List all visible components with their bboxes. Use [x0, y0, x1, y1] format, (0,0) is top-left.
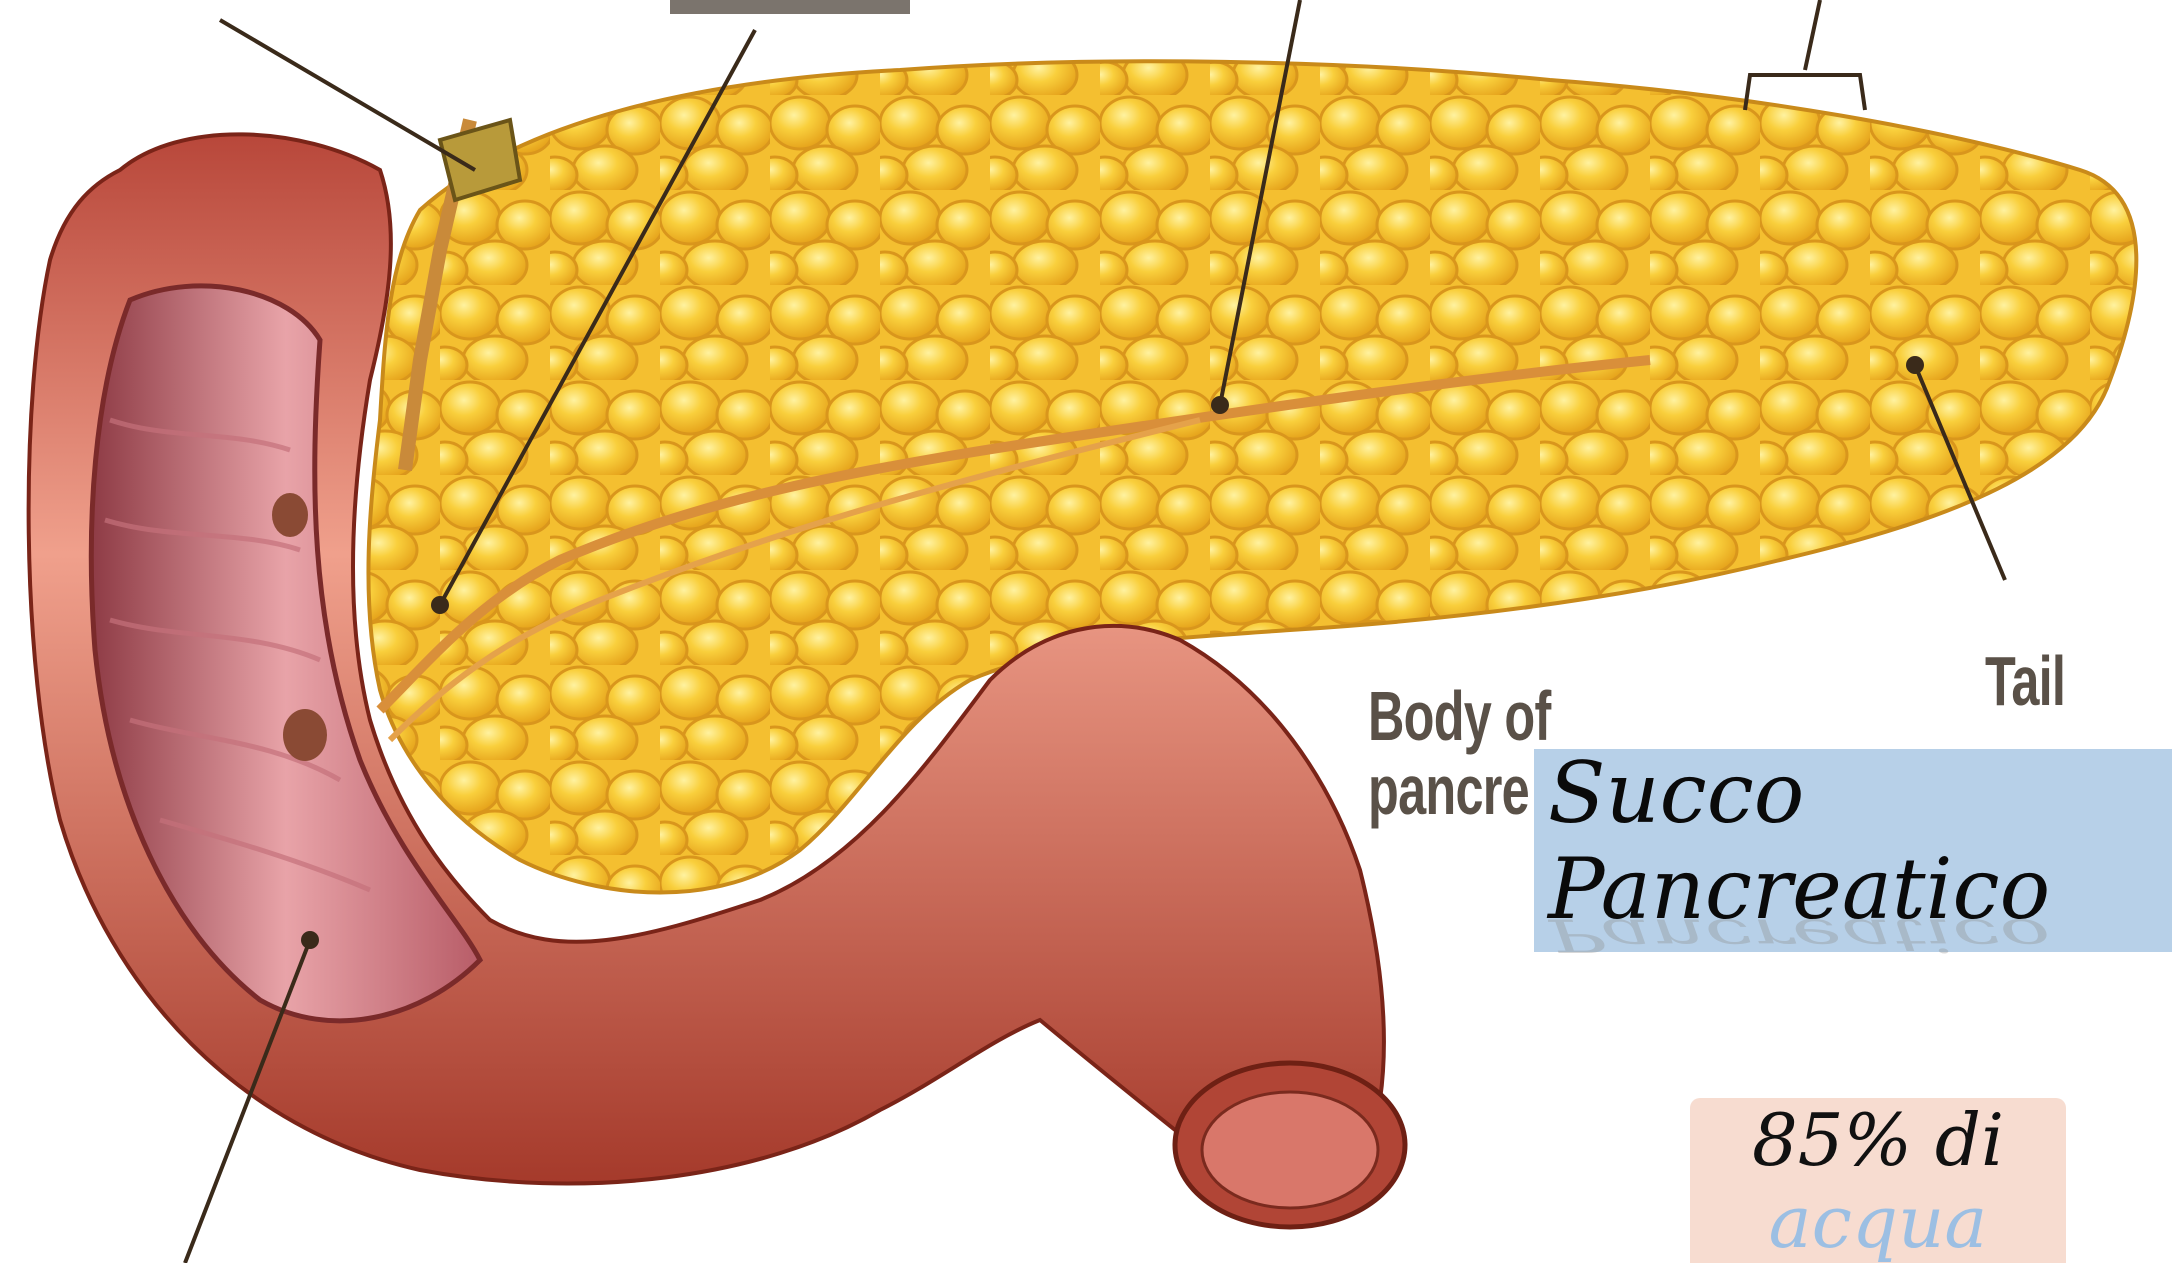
major-papilla: [283, 709, 327, 761]
water-note-line2: acqua: [1690, 1180, 2066, 1264]
water-note-line1: 85% di: [1690, 1098, 2066, 1182]
tail-label: Tail: [1985, 645, 2065, 719]
body-of-pancreas-label: Body of pancre: [1368, 680, 1551, 827]
slide-title: Succo Pancreatico: [1548, 745, 2172, 937]
slide-title-reflection: Pancreatico: [1548, 909, 2172, 962]
jejunum-opening-inner: [1202, 1092, 1378, 1208]
minor-papilla: [272, 493, 308, 537]
